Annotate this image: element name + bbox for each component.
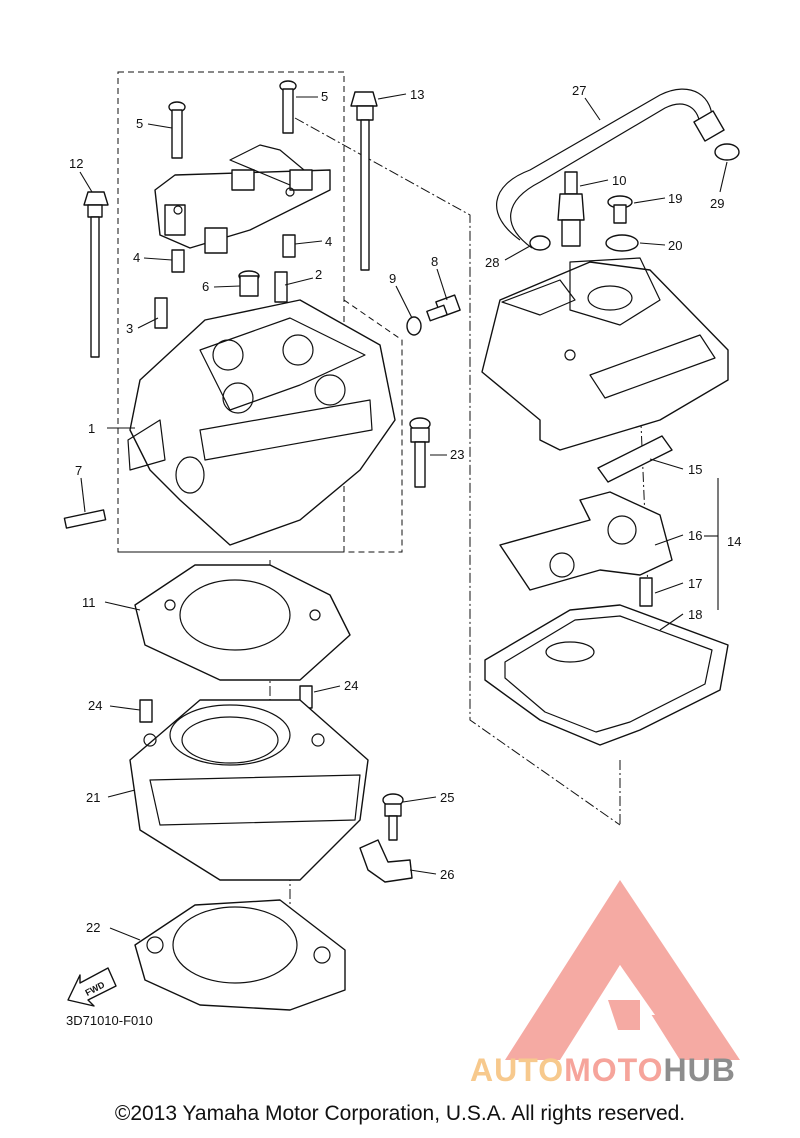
baffle-plate-16 [499, 491, 673, 591]
callout-12: 12 [69, 156, 83, 171]
bolt-12 [83, 191, 109, 358]
watermark-logo [505, 880, 740, 1060]
bolt-13 [350, 91, 378, 271]
callout-20: 20 [668, 238, 682, 253]
bolt-8 [426, 294, 461, 322]
head-gasket-11 [134, 564, 351, 681]
bolt-5b [279, 80, 297, 134]
bolt-25 [382, 793, 404, 841]
base-gasket-22 [134, 899, 346, 1011]
bolt-5a [168, 101, 186, 159]
watermark-brand: AUTOMOTOHUB [470, 1052, 736, 1089]
head-cover-gasket [484, 604, 729, 746]
brand-hub: HUB [663, 1052, 736, 1088]
callout-27: 27 [572, 83, 586, 98]
callout-1: 1 [88, 421, 95, 436]
callout-10: 10 [612, 173, 626, 188]
bolt-23 [409, 417, 431, 488]
callout-22: 22 [86, 920, 100, 935]
callout-6: 6 [202, 279, 209, 294]
callout-9: 9 [389, 271, 396, 286]
callout-29: 29 [710, 196, 724, 211]
camshaft-caps [154, 144, 331, 254]
callout-16: 16 [688, 528, 702, 543]
grommet-20 [605, 234, 639, 252]
bolt-19 [607, 195, 633, 224]
callout-8: 8 [431, 254, 438, 269]
callout-4b: 4 [325, 234, 332, 249]
callout-4a: 4 [133, 250, 140, 265]
callout-15: 15 [688, 462, 702, 477]
callout-28: 28 [485, 255, 499, 270]
brand-auto: AUTO [470, 1052, 565, 1088]
cylinder-head [127, 299, 396, 546]
callout-24b: 24 [344, 678, 358, 693]
callout-25: 25 [440, 790, 454, 805]
hose-clamp [714, 143, 740, 161]
bracket-26 [359, 839, 413, 883]
callout-17: 17 [688, 576, 702, 591]
copyright-notice: ©2013 Yamaha Motor Corporation, U.S.A. A… [114, 1102, 686, 1125]
hose-clamp-28 [529, 235, 551, 251]
breather-hose [496, 88, 713, 241]
head-group-box [117, 71, 345, 553]
plate-15 [597, 435, 673, 483]
dowel-24a [139, 699, 153, 723]
callout-5b: 5 [321, 89, 328, 104]
valve-guide-3 [154, 297, 168, 329]
callout-2: 2 [315, 267, 322, 282]
callout-26: 26 [440, 867, 454, 882]
callout-3: 3 [126, 321, 133, 336]
dowel-4a [171, 249, 185, 273]
callout-5a: 5 [136, 116, 143, 131]
screw-17 [639, 577, 653, 607]
brand-moto: MOTO [564, 1052, 664, 1088]
callout-18: 18 [688, 607, 702, 622]
leader-lines [79, 93, 728, 941]
washer-9 [406, 316, 422, 336]
callout-7: 7 [75, 463, 82, 478]
callout-11: 11 [82, 595, 96, 610]
part-6 [238, 270, 260, 297]
spark-plug [557, 171, 585, 247]
callout-21: 21 [86, 790, 100, 805]
stud-bolt-7 [63, 509, 107, 529]
diagram-code: 3D71010-F010 [66, 1013, 153, 1028]
callout-19: 19 [668, 191, 682, 206]
fwd-arrow-icon: FWD [67, 967, 117, 1007]
dowel-4b [282, 234, 296, 258]
valve-guide-2 [274, 271, 288, 303]
cylinder-head-cover [481, 257, 729, 451]
callout-13: 13 [410, 87, 424, 102]
callout-23: 23 [450, 447, 464, 462]
callout-14: 14 [727, 534, 741, 549]
cylinder-21 [129, 699, 369, 881]
callout-24a: 24 [88, 698, 102, 713]
